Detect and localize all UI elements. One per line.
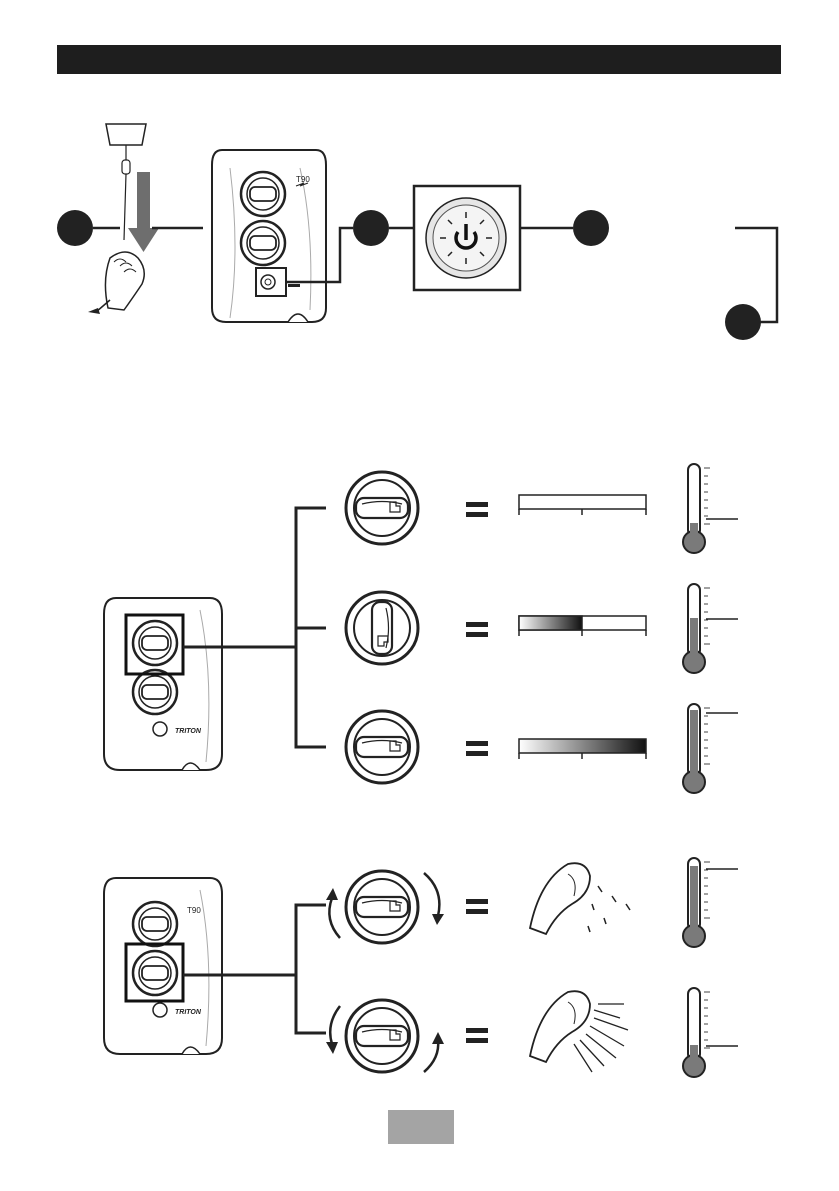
model-mark: T90 bbox=[187, 906, 201, 915]
page-number-tab bbox=[388, 1110, 454, 1144]
flow-row-clockwise bbox=[326, 858, 738, 947]
flow-dial-low bbox=[346, 871, 418, 943]
power-on-sequence: T90 bbox=[57, 124, 777, 340]
flow-row-anticlockwise bbox=[326, 988, 738, 1077]
rotate-anticlockwise-arrow bbox=[330, 1006, 340, 1044]
step-4-badge bbox=[725, 304, 761, 340]
brand-label: TRITON bbox=[175, 1009, 202, 1016]
flow-control-section: T90 TRITON bbox=[104, 858, 738, 1077]
temp-level-bar-cold bbox=[519, 495, 646, 509]
temp-row-cold bbox=[346, 464, 738, 553]
temperature-control-section: TRITON bbox=[104, 464, 738, 793]
step-2-badge bbox=[353, 210, 389, 246]
brand-label: TRITON bbox=[175, 728, 202, 735]
equals-sign bbox=[466, 502, 488, 517]
temp-level-bar-hot bbox=[519, 739, 646, 753]
step-3-badge bbox=[573, 210, 609, 246]
shower-unit-temperature: TRITON bbox=[104, 598, 222, 770]
thermometer-mid bbox=[683, 584, 738, 673]
rotate-clockwise-arrow bbox=[424, 873, 439, 916]
flow-dial-high bbox=[346, 1000, 418, 1072]
temp-dial-mid bbox=[346, 592, 418, 664]
shower-head-low-flow bbox=[530, 863, 630, 934]
temp-dial-cold bbox=[346, 472, 418, 544]
thermometer-hot bbox=[683, 704, 738, 793]
thermometer-flow-low bbox=[683, 858, 738, 947]
thermometer-cold bbox=[683, 464, 738, 553]
power-button-closeup bbox=[414, 186, 520, 290]
temp-dial-hot bbox=[346, 711, 418, 783]
shower-head-high-flow bbox=[530, 991, 628, 1072]
equals-sign bbox=[466, 1028, 488, 1043]
model-mark: T90 bbox=[296, 175, 310, 184]
thermometer-flow-high bbox=[683, 988, 738, 1077]
equals-sign bbox=[466, 622, 488, 637]
temp-row-hot bbox=[346, 704, 738, 793]
equals-sign bbox=[466, 899, 488, 914]
pull-down-arrow bbox=[128, 172, 159, 252]
shower-unit: T90 bbox=[212, 150, 326, 322]
equals-sign bbox=[466, 741, 488, 756]
shower-unit-flow: T90 TRITON bbox=[104, 878, 222, 1054]
step-1-badge bbox=[57, 210, 93, 246]
temp-row-mid bbox=[346, 584, 738, 673]
